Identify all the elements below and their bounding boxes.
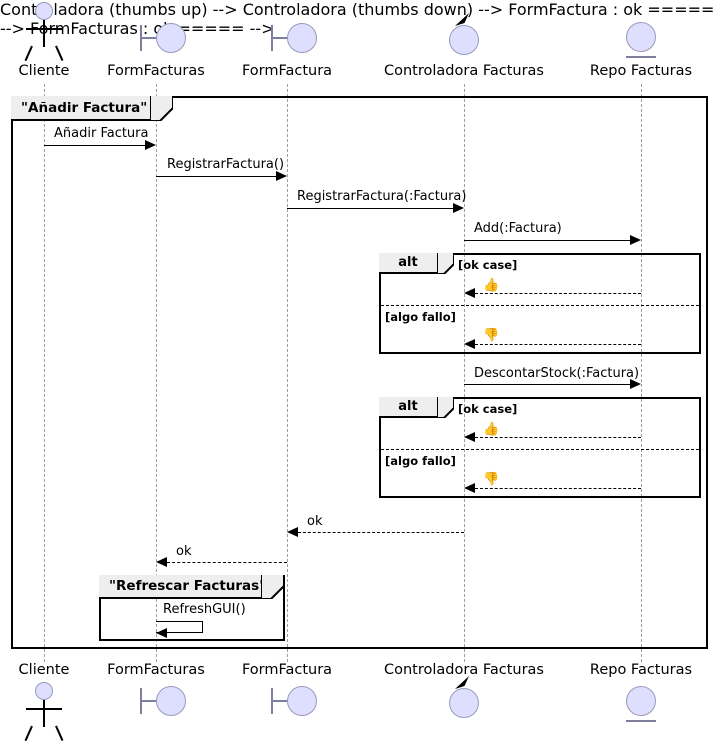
message-line-registrarfactura	[156, 176, 276, 177]
frame-alt-descontar-label: alt	[398, 399, 418, 414]
alt-divider	[381, 449, 699, 450]
guard-ok-case: [ok case]	[458, 258, 518, 272]
message-label-refreshgui: RefreshGUI()	[163, 602, 246, 617]
message-line-fail-return	[475, 344, 641, 345]
participant-cliente-top[interactable]: Cliente	[0, 2, 88, 79]
guard-algo-fallo: [algo fallo]	[385, 454, 456, 468]
participant-label: Controladora Facturas	[384, 662, 544, 678]
alt-divider	[381, 305, 699, 306]
message-label-registrarfactura: RegistrarFactura()	[167, 157, 285, 172]
frame-anadir-factura-label: "Añadir Factura"	[21, 99, 148, 116]
message-arrowhead	[630, 379, 641, 389]
message-line-ok-formfactura	[167, 562, 287, 563]
message-arrowhead	[156, 557, 167, 567]
frame-refrescar-facturas-tab: "Refrescar Facturas"	[99, 575, 267, 599]
participant-cliente-bottom[interactable]: Cliente	[0, 662, 88, 741]
message-label-thumbs-up: 👍	[483, 278, 500, 293]
participant-label: Cliente	[18, 662, 70, 678]
message-line-add	[464, 240, 630, 241]
frame-tab-notch-icon	[262, 575, 284, 599]
message-line-anadir-factura	[44, 145, 145, 146]
frame-anadir-factura-tab: "Añadir Factura"	[11, 96, 152, 121]
participant-repo-top[interactable]: Repo Facturas	[580, 2, 702, 79]
actor-icon	[0, 682, 88, 741]
message-label-ok-formfactura: ok	[176, 544, 192, 559]
message-label-ok-controladora: ok	[307, 514, 323, 529]
message-arrowhead	[287, 527, 298, 537]
message-label-anadir-factura: Añadir Factura	[54, 126, 149, 141]
guard-algo-fallo: [algo fallo]	[385, 310, 456, 324]
participant-label: FormFacturas	[107, 662, 205, 678]
boundary-icon	[227, 682, 347, 724]
actor-icon	[0, 2, 88, 61]
frame-alt-add	[379, 253, 701, 354]
message-arrowhead	[464, 432, 475, 442]
message-label-add: Add(:Factura)	[474, 221, 562, 236]
message-label-thumbs-up: 👍	[483, 422, 500, 437]
message-line-ok-return	[475, 293, 641, 294]
message-arrowhead	[464, 483, 475, 493]
control-icon	[384, 2, 544, 55]
frame-tab-notch-icon	[151, 96, 173, 121]
frame-tab-notch-icon	[438, 253, 454, 274]
lifeline-cliente	[44, 84, 45, 662]
participant-repo-bottom[interactable]: Repo Facturas	[580, 662, 702, 724]
message-arrowhead	[464, 288, 475, 298]
participant-label: Controladora Facturas	[384, 63, 544, 79]
message-line-ok-controladora	[298, 532, 464, 533]
participant-formfacturas-bottom[interactable]: FormFacturas	[96, 662, 216, 724]
boundary-icon	[96, 682, 216, 724]
message-line-ok-return	[475, 437, 641, 438]
frame-refrescar-facturas-label: "Refrescar Facturas"	[109, 578, 267, 594]
control-icon	[384, 676, 544, 724]
frame-tab-notch-icon	[438, 397, 454, 418]
participant-label: FormFactura	[241, 63, 333, 79]
boundary-icon	[227, 2, 347, 53]
message-arrowhead	[464, 339, 475, 349]
message-line-registrarfactura-param	[287, 208, 453, 209]
participant-label: Cliente	[18, 63, 70, 79]
participant-controladora-bottom[interactable]: Controladora Facturas	[384, 662, 544, 724]
participant-label: FormFactura	[241, 662, 333, 678]
participant-label: Repo Facturas	[589, 662, 693, 678]
message-arrowhead	[453, 203, 464, 213]
lifeline-formfactura	[287, 84, 288, 662]
frame-alt-add-label: alt	[398, 255, 418, 270]
boundary-icon	[96, 2, 216, 53]
message-arrowhead	[156, 628, 167, 638]
guard-ok-case: [ok case]	[458, 402, 518, 416]
message-label-registrarfactura-param: RegistrarFactura(:Factura)	[297, 189, 467, 204]
frame-alt-descontar	[379, 397, 701, 498]
message-label-thumbs-down: 👎	[483, 328, 500, 343]
lifeline-repo	[641, 84, 642, 662]
message-label-descontarstock: DescontarStock(:Factura)	[474, 366, 640, 381]
frame-anadir-factura	[11, 96, 708, 649]
entity-icon	[580, 2, 702, 58]
message-arrowhead	[630, 235, 641, 245]
message-arrowhead	[276, 171, 287, 181]
message-line-descontarstock	[464, 384, 630, 385]
participant-formfactura-bottom[interactable]: FormFactura	[227, 662, 347, 724]
participant-formfacturas-top[interactable]: FormFacturas	[96, 2, 216, 79]
frame-alt-descontar-tab: alt	[379, 397, 439, 418]
message-label-thumbs-down: 👎	[483, 472, 500, 487]
participant-label: FormFacturas	[107, 63, 205, 79]
participant-controladora-top[interactable]: Controladora Facturas	[384, 2, 544, 79]
message-arrowhead	[145, 140, 156, 150]
participant-label: Repo Facturas	[589, 63, 693, 79]
lifeline-controladora	[464, 84, 465, 662]
lifeline-formfacturas	[156, 84, 157, 662]
participant-formfactura-top[interactable]: FormFactura	[227, 2, 347, 79]
entity-icon	[580, 682, 702, 724]
message-selfcall-refreshgui	[156, 621, 203, 633]
frame-alt-add-tab: alt	[379, 253, 439, 274]
message-line-fail-return	[475, 488, 641, 489]
